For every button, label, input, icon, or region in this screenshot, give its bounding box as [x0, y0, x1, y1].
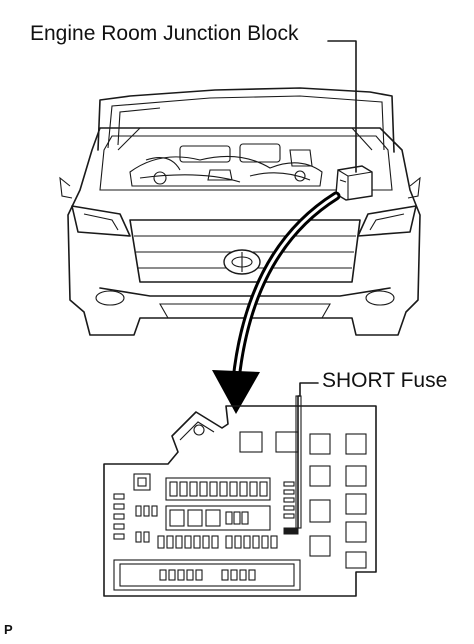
figure-code: P [4, 622, 13, 637]
leader-line-junction-block [327, 40, 357, 173]
curved-arrow [212, 191, 341, 414]
label-engine-room-junction-block: Engine Room Junction Block [30, 22, 299, 45]
short-fuse-marker [283, 527, 299, 535]
label-short-fuse: SHORT Fuse [322, 369, 448, 392]
vehicle-illustration [59, 87, 421, 336]
junction-block-detail [103, 405, 377, 597]
